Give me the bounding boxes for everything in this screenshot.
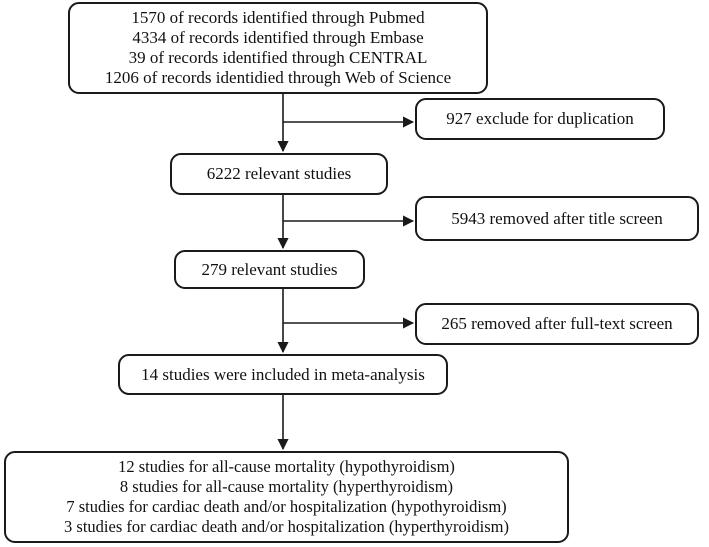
outcome-line-allcause-hypo: 12 studies for all-cause mortality (hypo…	[118, 457, 455, 476]
outcome-line-cardiac-hyper: 3 studies for cardiac death and/or hospi…	[64, 517, 509, 536]
title-screen-removed-box: 5943 removed after title screen	[415, 196, 699, 241]
duplication-excluded-box: 927 exclude for duplication	[415, 98, 665, 140]
fulltext-screen-removed-label: 265 removed after full-text screen	[441, 314, 673, 333]
relevant-studies-label-1: 6222 relevant studies	[206, 164, 352, 183]
source-line-central: 39 of records identified through CENTRAL	[128, 48, 428, 67]
outcomes-box: 12 studies for all-cause mortality (hypo…	[4, 451, 569, 543]
relevant-studies-box-1: 6222 relevant studies	[170, 153, 388, 195]
relevant-studies-box-2: 279 relevant studies	[174, 250, 365, 289]
outcome-line-allcause-hyper: 8 studies for all-cause mortality (hyper…	[119, 477, 454, 496]
source-line-embase: 4334 of records identified through Embas…	[132, 28, 424, 47]
title-screen-removed-label: 5943 removed after title screen	[451, 208, 663, 228]
included-studies-box: 14 studies were included in meta-analysi…	[118, 354, 448, 395]
included-studies-label: 14 studies were included in meta-analysi…	[141, 364, 425, 384]
relevant-studies-label-2: 279 relevant studies	[201, 259, 338, 279]
source-line-web-of-science: 1206 of records identidied through Web o…	[104, 68, 452, 87]
outcome-line-cardiac-hypo: 7 studies for cardiac death and/or hospi…	[66, 497, 507, 516]
records-identified-box: 1570 of records identified through Pubme…	[68, 2, 488, 94]
duplication-excluded-label: 927 exclude for duplication	[446, 109, 634, 128]
source-line-pubmed: 1570 of records identified through Pubme…	[131, 8, 425, 27]
fulltext-screen-removed-box: 265 removed after full-text screen	[415, 303, 699, 345]
